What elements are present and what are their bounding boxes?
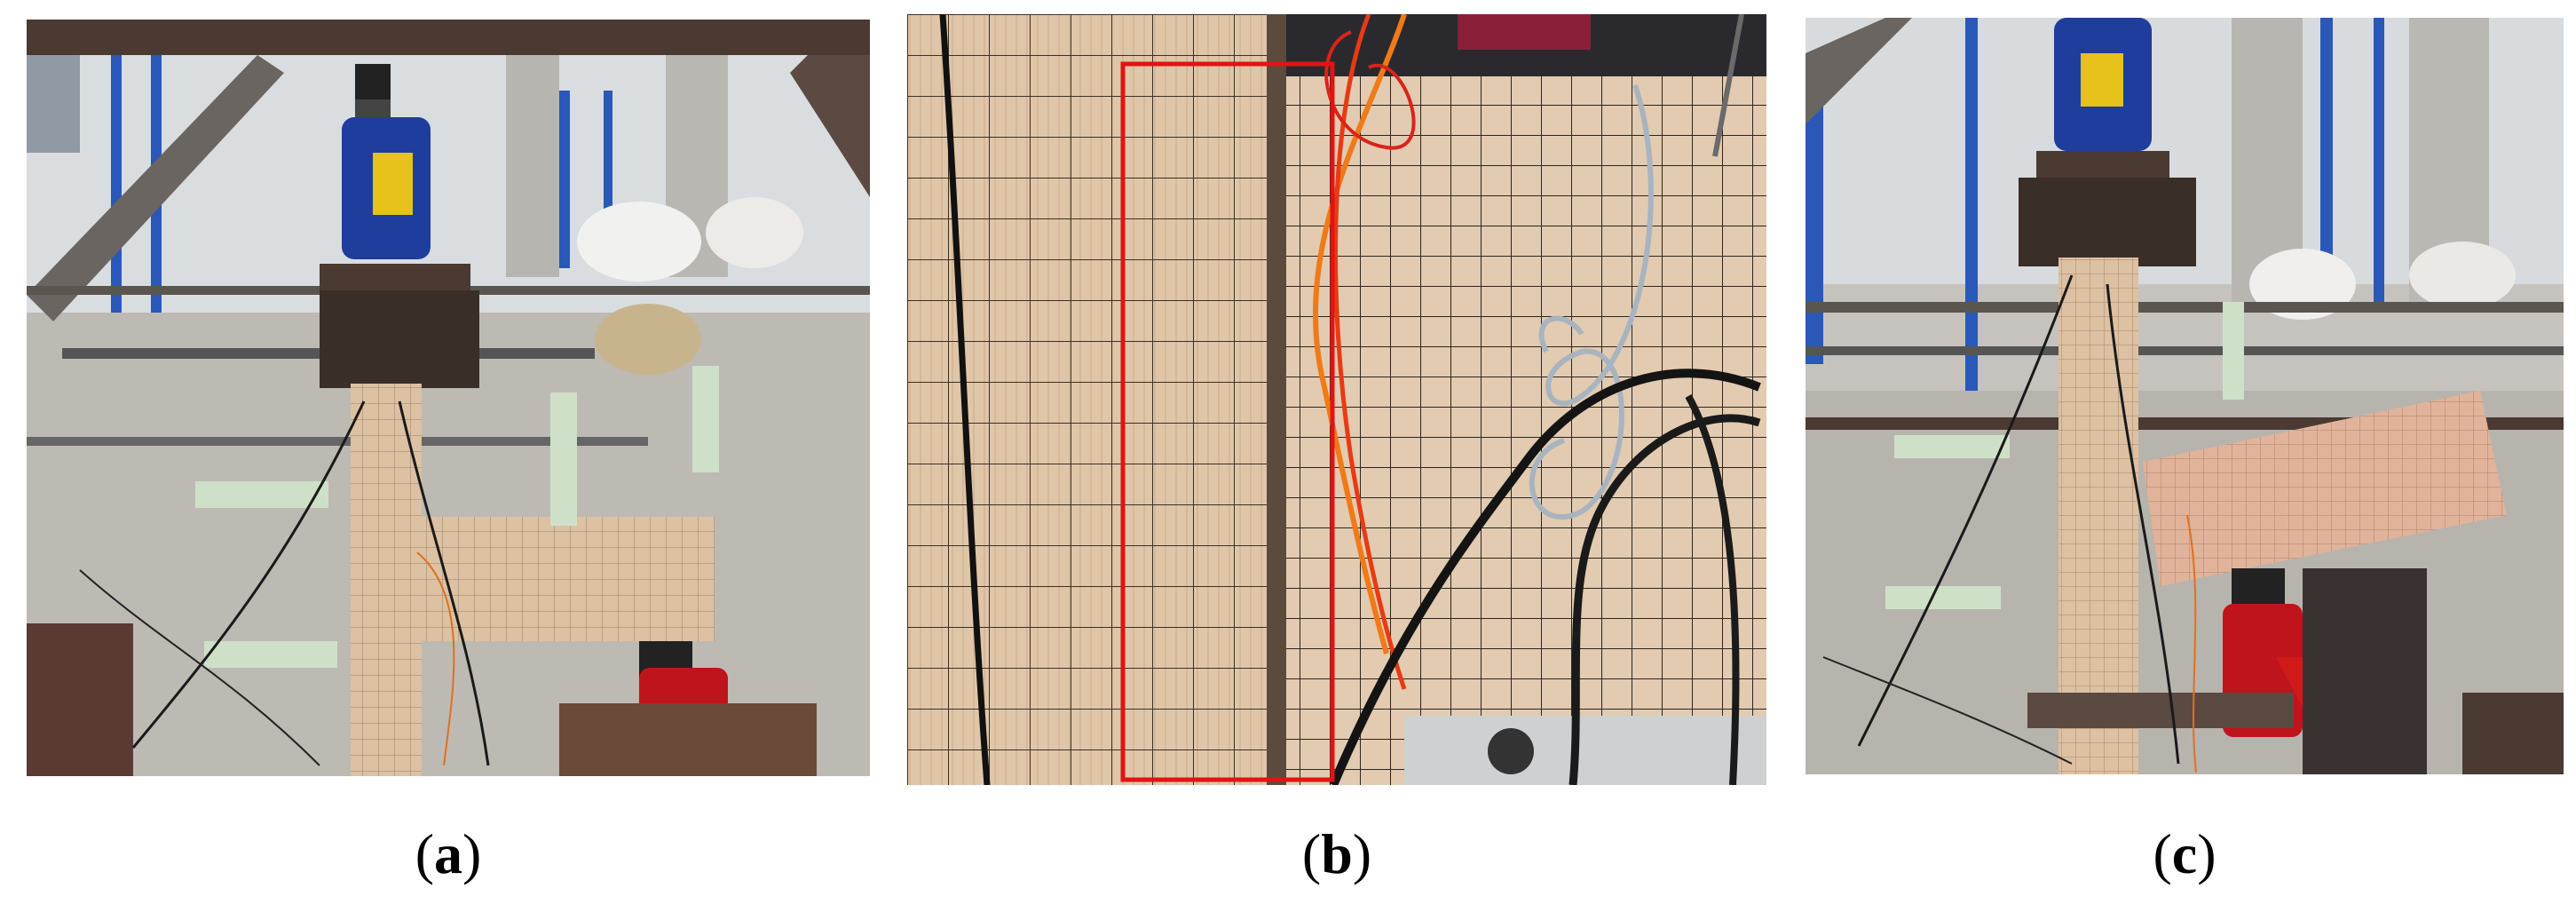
photo-panel-c [1806,18,2564,774]
highlight-box [1120,61,1335,782]
photo-panel-a [27,20,870,776]
caption-b: (b) [1301,822,1372,885]
photo-panel-b [907,14,1766,785]
caption-c: (c) [2153,822,2216,885]
caption-a: (a) [415,822,482,885]
